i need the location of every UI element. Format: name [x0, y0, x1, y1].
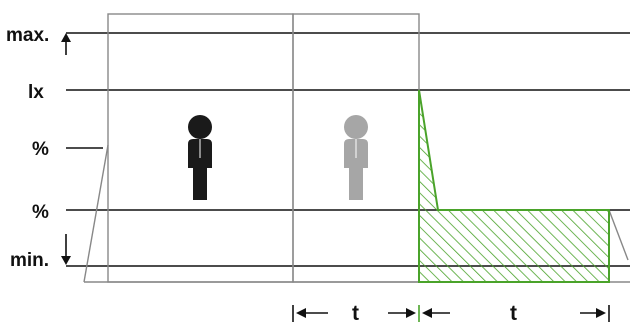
arrowhead-left-1 [296, 308, 306, 318]
ramp-down-right [608, 209, 629, 261]
label-t-1: t [352, 302, 359, 322]
ramp-up [83, 144, 109, 283]
label-max: max. [6, 25, 49, 46]
person-icon [188, 115, 212, 200]
arrow-down-icon [61, 234, 71, 265]
light-profile-area [418, 89, 610, 283]
y-axis-labels: max. lx % % min. [6, 25, 49, 271]
label-pct-lower: % [32, 202, 49, 223]
arrowhead-right-2 [596, 308, 606, 318]
arrow-up-icon [61, 33, 71, 55]
label-t-2: t [510, 302, 517, 322]
time-markers [292, 305, 610, 322]
label-pct-upper: % [32, 139, 49, 160]
light-profile [418, 89, 610, 283]
time-labels: t t [352, 302, 517, 322]
label-lx: lx [28, 82, 44, 103]
person-icon [344, 115, 368, 200]
label-min: min. [10, 250, 49, 271]
arrowhead-right-1 [406, 308, 416, 318]
